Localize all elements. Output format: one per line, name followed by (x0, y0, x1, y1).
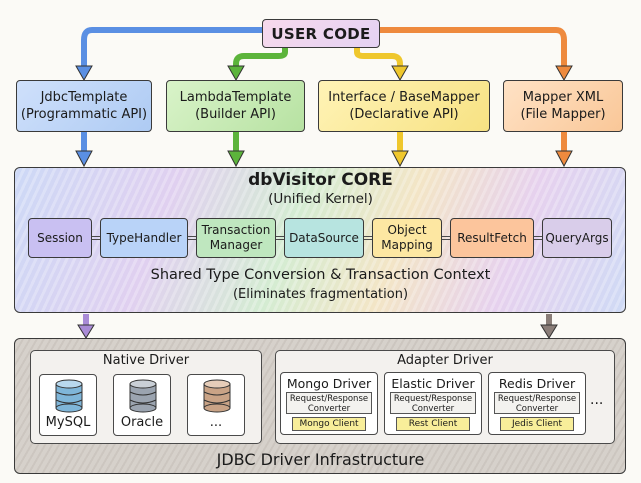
shared-context-title: Shared Type Conversion & Transaction Con… (150, 267, 491, 283)
core-title: dbVisitor CORE (248, 170, 393, 190)
component-label: ResultFetch (457, 230, 527, 245)
driver-name: Mongo Driver (286, 376, 372, 391)
component-link (92, 236, 100, 240)
api-box-interface-basemapper: Interface / BaseMapper (Declarative API) (318, 80, 490, 132)
api-name: Mapper XML (522, 90, 604, 105)
component-typehandler: TypeHandler (100, 218, 188, 258)
infrastructure-title: JDBC Driver Infrastructure (216, 450, 425, 469)
db-label: Oracle (120, 415, 164, 430)
client-box: Jedis Client (500, 417, 574, 431)
api-box-mapper-xml: Mapper XML (File Mapper) (503, 80, 623, 132)
db-mysql: MySQL (39, 374, 97, 436)
api-desc: (Programmatic API) (20, 107, 148, 122)
api-desc: (Declarative API) (349, 107, 459, 122)
driver-elastic: Elastic Driver Request/Response Converte… (384, 372, 482, 435)
shared-context-subtitle: (Eliminates fragmentation) (232, 287, 409, 302)
api-box-lambdatemplate: LambdaTemplate (Builder API) (166, 80, 305, 132)
db-oracle: Oracle (113, 374, 171, 436)
driver-mongo: Mongo Driver Request/Response Converter … (280, 372, 378, 435)
client-box: Rest Client (396, 417, 470, 431)
component-label: QueryArgs (545, 230, 609, 245)
adapter-driver-title: Adapter Driver (397, 353, 493, 368)
user-code-box: USER CODE (262, 19, 380, 48)
component-link (276, 236, 284, 240)
component-label: DataSource (289, 230, 359, 245)
arrow-usercode-to-lambda (233, 45, 288, 71)
user-code-label: USER CODE (271, 24, 371, 43)
api-name: JdbcTemplate (40, 90, 128, 105)
component-label: Object Mapping (381, 223, 433, 252)
driver-name: Redis Driver (498, 376, 576, 391)
database-icon (203, 379, 231, 413)
converter-box: Request/Response Converter (286, 392, 372, 414)
component-link (364, 236, 372, 240)
arrow-usercode-to-jdbc (81, 27, 265, 71)
component-link (442, 236, 450, 240)
api-name: LambdaTemplate (179, 90, 292, 105)
api-desc: (File Mapper) (520, 107, 606, 122)
driver-name: Elastic Driver (391, 376, 475, 391)
driver-redis: Redis Driver Request/Response Converter … (488, 372, 586, 435)
api-name: Interface / BaseMapper (328, 90, 480, 105)
more-drivers-ellipsis: ... (590, 392, 604, 408)
db-label: ... (209, 415, 223, 430)
component-label: TypeHandler (106, 230, 182, 245)
api-box-jdbctemplate: JdbcTemplate (Programmatic API) (16, 80, 152, 132)
component-transaction-manager: Transaction Manager (196, 218, 276, 258)
client-box: Mongo Client (292, 417, 366, 431)
arrow-usercode-to-interface (354, 45, 403, 71)
converter-box: Request/Response Converter (390, 392, 476, 414)
component-label: Session (37, 230, 83, 245)
db-label: MySQL (45, 415, 91, 430)
component-link (188, 236, 196, 240)
component-queryargs: QueryArgs (542, 218, 612, 258)
database-icon (129, 379, 157, 413)
component-link (534, 236, 542, 240)
component-datasource: DataSource (284, 218, 364, 258)
arrow-usercode-to-mapper (377, 27, 567, 71)
component-session: Session (28, 218, 92, 258)
component-object-mapping: Object Mapping (372, 218, 442, 258)
converter-box: Request/Response Converter (494, 392, 580, 414)
native-driver-title: Native Driver (102, 353, 190, 368)
db-more: ... (187, 374, 245, 436)
component-resultfetch: ResultFetch (450, 218, 534, 258)
api-desc: (Builder API) (195, 107, 276, 122)
component-label: Transaction Manager (201, 223, 271, 252)
database-icon (55, 379, 83, 413)
core-subtitle: (Unified Kernel) (268, 191, 373, 207)
